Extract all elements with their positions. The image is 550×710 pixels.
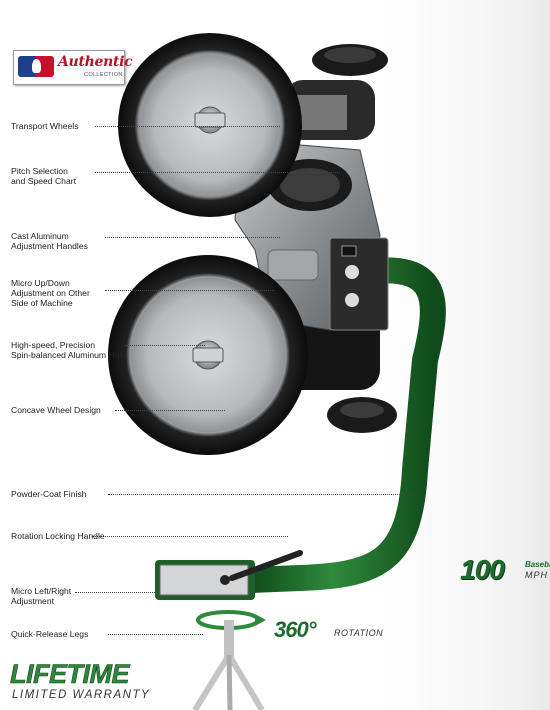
- speed-number: 100: [460, 554, 505, 585]
- leg-left: [192, 653, 232, 710]
- rotation-number: 360°: [274, 617, 317, 642]
- leader-legs: [108, 634, 203, 635]
- callout-rotation-locking: Rotation Locking Handle: [11, 531, 105, 541]
- speed-dial: [345, 265, 359, 279]
- callout-transport-wheels: Transport Wheels: [11, 121, 79, 131]
- mlb-batter-icon: [18, 56, 54, 77]
- warranty-text: LIMITED WARRANTY: [12, 689, 151, 701]
- leader-cast: [105, 237, 280, 238]
- leader-hub: [125, 345, 205, 346]
- background-shade: [380, 0, 550, 710]
- speed-unit: MPH: [525, 570, 548, 580]
- speed-badge: 100 Baseball MPH: [460, 554, 550, 585]
- leader-micro-ud: [105, 290, 275, 291]
- logo-sub-text: COLLECTION: [84, 72, 123, 78]
- callout-powder-coat: Powder-Coat Finish: [11, 489, 87, 499]
- leader-micro-lr: [75, 592, 155, 593]
- green-arm: [237, 257, 446, 593]
- lifetime-text: LIFETIME: [10, 659, 130, 689]
- pitch-dial: [345, 293, 359, 307]
- leader-transport: [95, 126, 280, 127]
- leader-powder: [108, 494, 420, 495]
- leg-post: [224, 620, 234, 660]
- leg-center: [226, 654, 233, 710]
- control-panel: [329, 237, 389, 331]
- rotation-word: ROTATION: [334, 628, 384, 638]
- rotation-locking-handle: [229, 550, 303, 581]
- rotation-badge: 360° ROTATION: [274, 617, 383, 642]
- leader-pitch: [95, 172, 340, 173]
- speed-sport: Baseball: [525, 560, 550, 569]
- callout-quick-release-legs: Quick-Release Legs: [11, 629, 89, 639]
- leg-right: [226, 653, 265, 710]
- leader-rotation: [92, 536, 288, 537]
- logo-script-text: Authentic: [58, 54, 133, 70]
- mlb-authentic-logo: Authentic COLLECTION: [13, 50, 133, 85]
- leader-concave: [115, 410, 225, 411]
- callout-concave-wheel: Concave Wheel Design: [11, 405, 101, 415]
